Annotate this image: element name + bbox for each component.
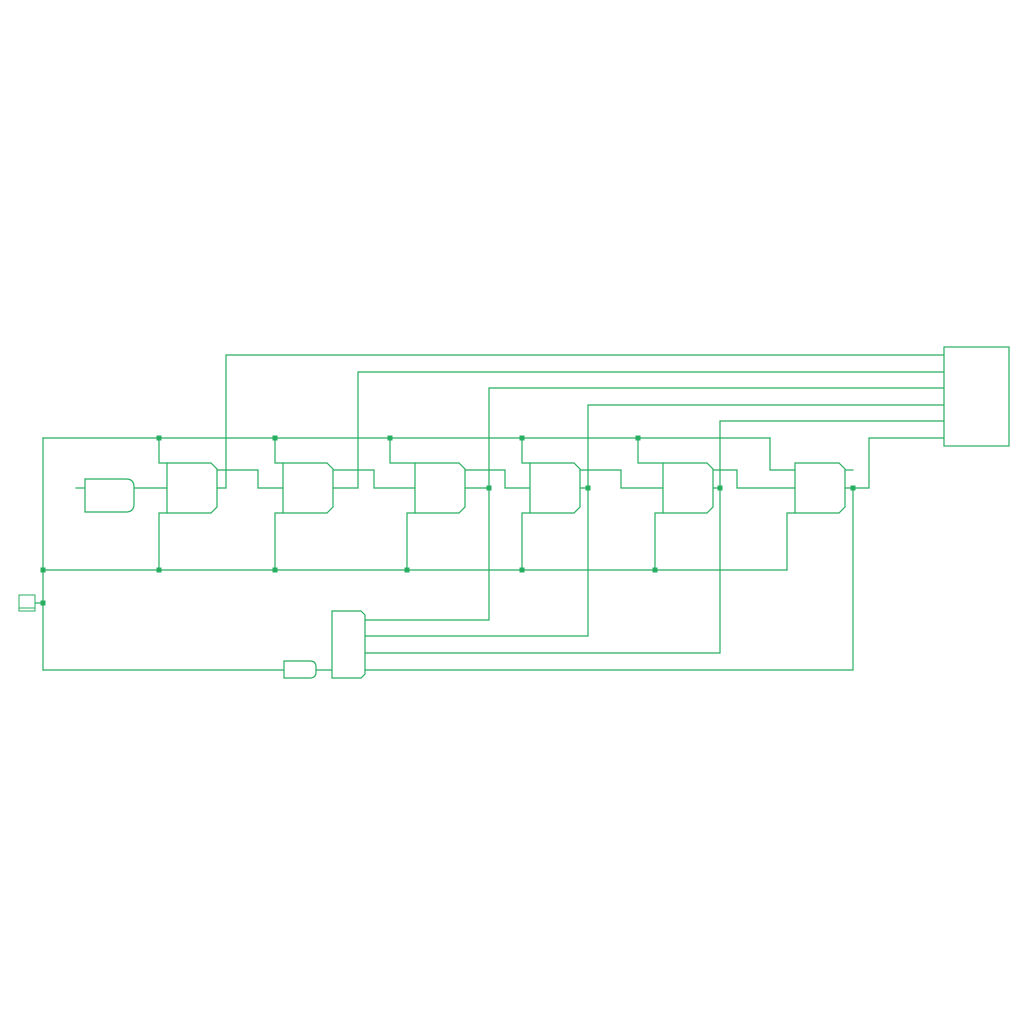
output-display	[943, 346, 1010, 447]
junction-dot-5	[635, 435, 641, 441]
junction-dot-12	[40, 600, 46, 606]
junction-dot-13	[486, 485, 492, 491]
junction-dot-4	[519, 435, 525, 441]
wire-9	[158, 437, 168, 464]
junction-dot-14	[585, 485, 591, 491]
input-buffer	[84, 478, 135, 513]
wire-23	[521, 512, 531, 571]
junction-dot-9	[404, 567, 410, 573]
wire-25	[579, 469, 664, 489]
components	[18, 346, 1010, 679]
junction-dot-16	[850, 485, 856, 491]
wire-34	[844, 437, 945, 489]
wire-33	[786, 512, 796, 571]
junction-dot-7	[156, 567, 162, 573]
flip-flop-5	[662, 462, 714, 514]
wire-13	[274, 437, 284, 464]
flip-flop-2	[282, 462, 334, 514]
clock-source	[18, 594, 36, 612]
junction-dot-2	[272, 435, 278, 441]
junction-dot-3	[387, 435, 393, 441]
wire-22	[521, 437, 531, 464]
wire-36	[364, 487, 854, 671]
wire-14	[274, 512, 284, 571]
wire-28	[654, 512, 664, 571]
and-gate	[331, 610, 366, 679]
wires	[34, 354, 945, 671]
wire-32	[769, 437, 796, 471]
wire-19	[464, 387, 945, 489]
wire-30	[712, 469, 796, 489]
wire-16	[332, 469, 416, 489]
wire-10	[158, 512, 168, 571]
junction-dot-8	[272, 567, 278, 573]
flip-flop-1	[166, 462, 218, 514]
junction-dot-6	[40, 567, 46, 573]
wire-24	[579, 404, 945, 489]
reset-gate	[283, 660, 317, 679]
flip-flop-3	[414, 462, 466, 514]
wire-27	[637, 437, 664, 464]
wire-15	[332, 371, 945, 489]
wire-17	[389, 437, 416, 464]
junction-dot-10	[519, 567, 525, 573]
wire-11	[216, 354, 945, 489]
flip-flop-4	[529, 462, 581, 514]
junctions	[40, 435, 856, 606]
junction-dot-1	[156, 435, 162, 441]
wire-31	[364, 487, 721, 654]
wire-20	[464, 469, 531, 489]
junction-dot-15	[717, 485, 723, 491]
wire-12	[216, 469, 284, 489]
wire-29	[712, 420, 945, 489]
wire-26	[364, 487, 589, 637]
wire-21	[364, 487, 490, 621]
wire-18	[406, 512, 416, 571]
flip-flop-6	[794, 462, 846, 514]
junction-dot-11	[652, 567, 658, 573]
